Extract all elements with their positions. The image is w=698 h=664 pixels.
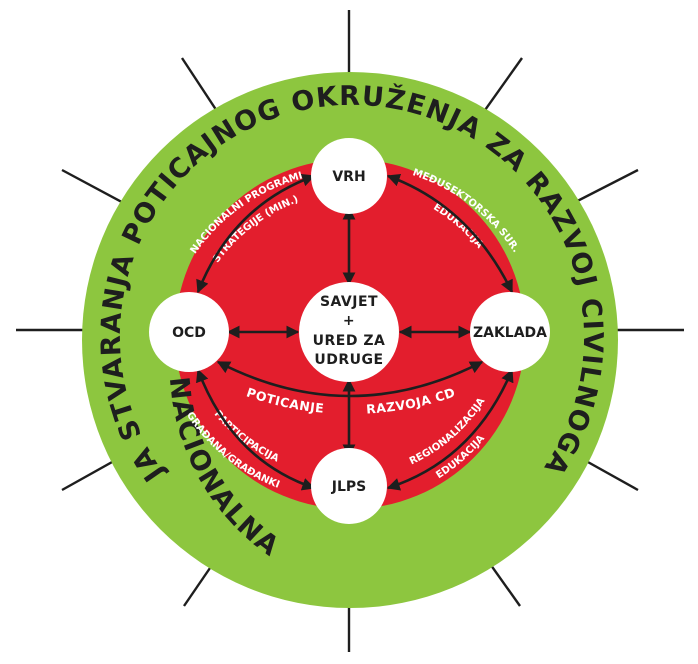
center-line-4: UDRUGE xyxy=(314,352,383,368)
node-center: SAVJET + URED ZA UDRUGE xyxy=(299,282,399,382)
internal-arrows xyxy=(196,173,514,491)
arc-vrh-zaklada xyxy=(386,173,514,294)
node-ocd: OCD xyxy=(149,292,229,372)
node-jlps-label: JLPS xyxy=(331,479,366,495)
node-ocd-label: OCD xyxy=(172,325,206,341)
node-zaklada-label: ZAKLADA xyxy=(473,325,547,341)
center-line-1: SAVJET xyxy=(320,294,378,310)
arc-vrh-ocd xyxy=(196,173,316,294)
center-line-2: + xyxy=(343,313,355,329)
node-jlps: JLPS xyxy=(311,448,387,524)
node-vrh-label: VRH xyxy=(332,169,365,185)
node-zaklada: ZAKLADA xyxy=(470,292,550,372)
center-line-3: URED ZA xyxy=(313,333,386,349)
node-vrh: VRH xyxy=(311,138,387,214)
arc-ocd-jlps xyxy=(196,368,316,491)
arc-zaklada-jlps xyxy=(386,368,514,491)
